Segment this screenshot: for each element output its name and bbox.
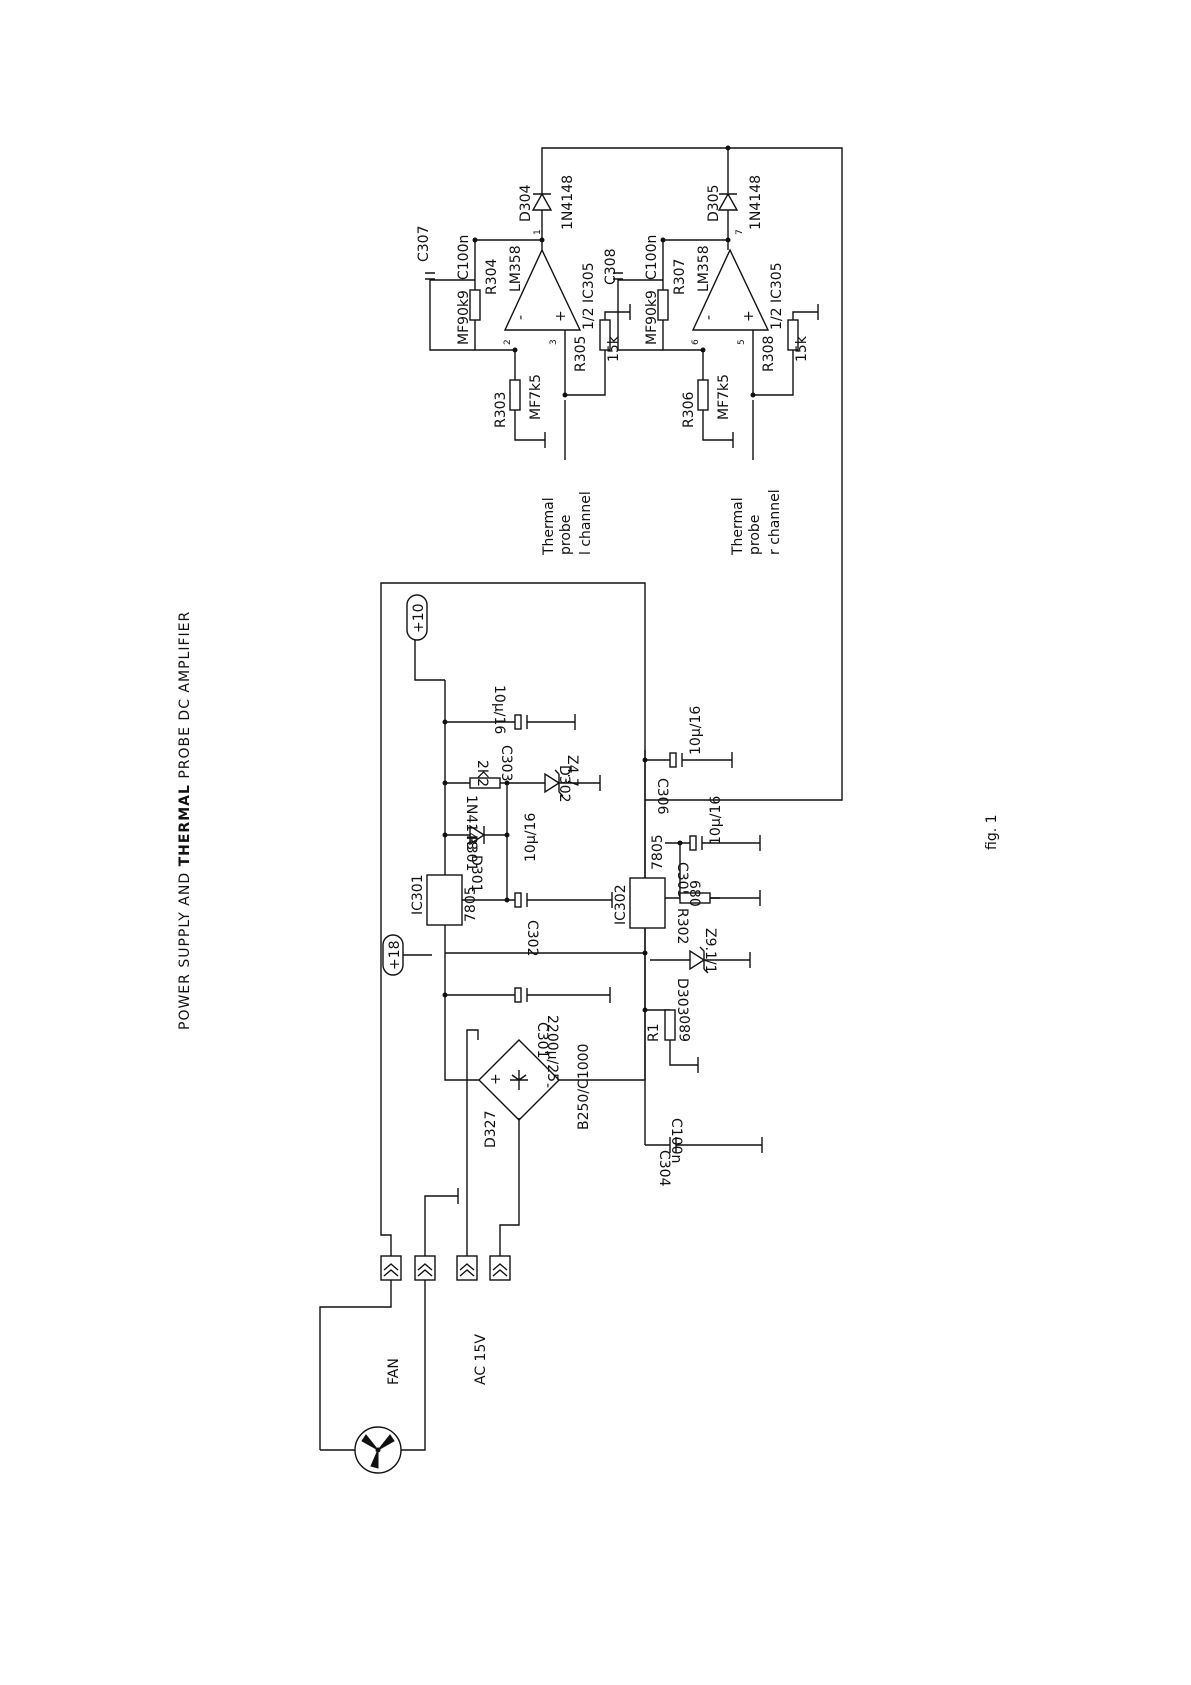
- r304-label: R304: [484, 258, 500, 295]
- ic305-a-label: 1/2 IC305: [581, 262, 597, 330]
- mf90k9-a-label: MF90k9: [456, 290, 472, 345]
- c305-label: C305: [674, 862, 690, 899]
- r1-label: R1: [646, 1023, 662, 1042]
- fan-symbol: [354, 1426, 402, 1474]
- ic302-label: IC302: [613, 884, 629, 925]
- figure-label: fig. 1: [984, 814, 1000, 850]
- r306-value: MF7k5: [716, 374, 732, 420]
- r308-label: R308: [761, 336, 777, 372]
- d302-label: D302: [556, 765, 572, 803]
- probe-r-line-1: Thermal: [730, 497, 746, 556]
- pin-2-label: 2: [503, 339, 513, 345]
- pin-3-label: 3: [549, 339, 559, 345]
- c304-value: C100n: [668, 1118, 684, 1163]
- probe-r-line-3: r channel: [767, 489, 783, 555]
- c305-value: 10µ/16: [708, 796, 724, 845]
- d303-label: D303: [674, 978, 690, 1016]
- ic302-value: 7805: [650, 834, 666, 870]
- fan-label: FAN: [386, 1358, 402, 1385]
- svg-text:+: +: [741, 310, 757, 322]
- d305-label: D305: [706, 184, 722, 222]
- c301-label: C301: [534, 1022, 550, 1059]
- probe-l-line-2: probe: [558, 515, 574, 555]
- pin-1-label: 1: [533, 229, 543, 235]
- c303-value: 10µ/16: [491, 685, 507, 734]
- pin-6-label: 6: [691, 339, 701, 345]
- connector-strip: [380, 1255, 511, 1281]
- r301-value: 2K2: [474, 760, 490, 787]
- ic301-label: IC301: [410, 874, 426, 915]
- svg-text:+: +: [553, 310, 569, 322]
- c301-value: 2200µ/25: [544, 1015, 560, 1082]
- r308-value: 15k: [794, 335, 810, 362]
- rail-18-label: +18: [387, 940, 403, 970]
- b250-label: B250/C1000: [576, 1044, 592, 1130]
- r1-value: 680: [678, 1015, 694, 1042]
- d304-value: 1N4148: [560, 175, 576, 230]
- opamp-a-lm358: - +: [503, 248, 582, 331]
- d301-value: 1N4148: [463, 795, 479, 850]
- c308-label: C308: [603, 249, 619, 286]
- r303-label: R303: [493, 392, 509, 428]
- d301-label: D301: [468, 855, 484, 893]
- c306-value: 10µ/16: [688, 706, 704, 755]
- d302-value: Z4.7: [564, 755, 580, 787]
- ac-input-label: AC 15V: [473, 1334, 489, 1385]
- r307-label: R307: [672, 259, 688, 295]
- c303-label: C303: [498, 745, 514, 782]
- c306-label: C306: [654, 778, 670, 815]
- c302-value: 10µ/16: [523, 813, 539, 862]
- d305-value: 1N4148: [748, 175, 764, 230]
- d304-label: D304: [518, 184, 534, 222]
- r306-label: R306: [681, 391, 697, 428]
- d303-value: Z9.1/1: [702, 928, 718, 973]
- lm358-a-label: LM358: [508, 245, 524, 292]
- c304-label: C304: [656, 1150, 672, 1187]
- r302-value: 680: [686, 880, 702, 907]
- r301-label: R301: [463, 835, 479, 871]
- diagram-title: POWER SUPPLY AND THERMAL PROBE DC AMPLIF…: [177, 611, 193, 1030]
- mf90k9-b-label: MF90k9: [644, 290, 660, 345]
- r305-value: 15k: [606, 335, 622, 362]
- bridge-rectifier-d327: [478, 1039, 560, 1121]
- bridge-minus: -: [540, 1083, 556, 1088]
- probe-l-line-3: l channel: [578, 491, 594, 555]
- probe-l-line-1: Thermal: [541, 497, 557, 556]
- d327-label: D327: [483, 1110, 499, 1148]
- ic301-value: 7805: [463, 886, 479, 922]
- c302-label: C302: [524, 920, 540, 957]
- opamp-b-lm358: - +: [691, 248, 770, 331]
- r302-label: R302: [674, 908, 690, 944]
- c100n-a-label: C100n: [456, 235, 472, 280]
- pin-5-label: 5: [737, 339, 747, 345]
- c307-label: C307: [416, 226, 432, 263]
- probe-r-line-2: probe: [747, 515, 763, 555]
- ic305-b-label: 1/2 IC305: [769, 262, 785, 330]
- svg-text:-: -: [701, 315, 717, 320]
- bridge-plus: +: [488, 1073, 504, 1085]
- r305-label: R305: [573, 336, 589, 372]
- pin-7-label: 7: [735, 229, 745, 235]
- r303-value: MF7k5: [528, 374, 544, 420]
- rail-10-label: +10: [411, 603, 427, 633]
- lm358-b-label: LM358: [696, 245, 712, 292]
- svg-text:-: -: [513, 315, 529, 320]
- c100n-b-label: C100n: [644, 235, 660, 280]
